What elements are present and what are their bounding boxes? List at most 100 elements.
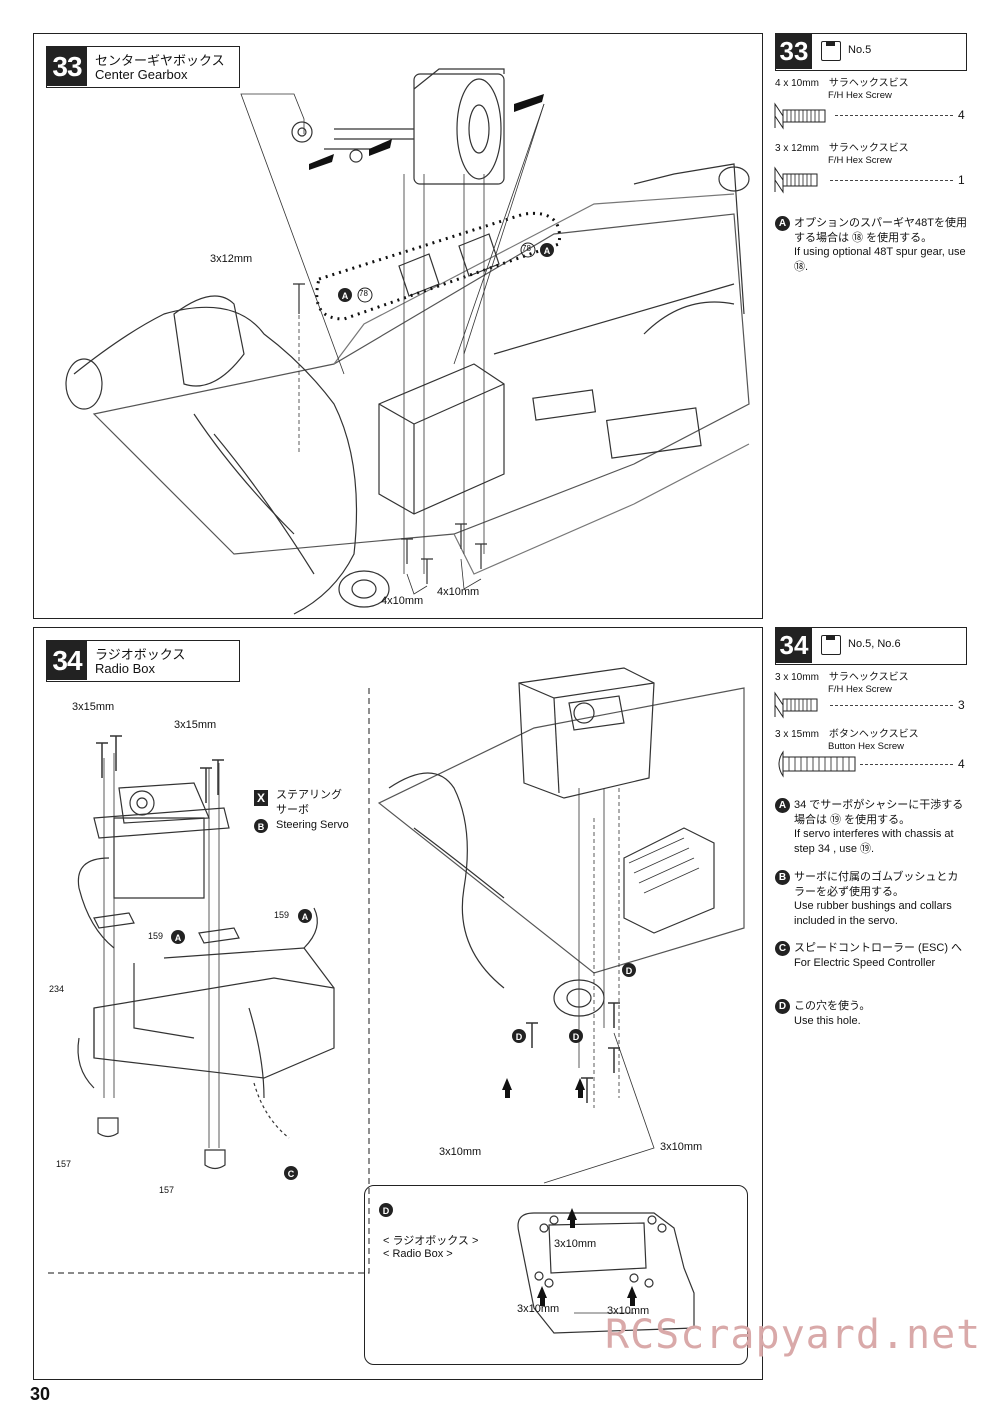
step34-title-jp: ラジオボックス	[95, 647, 186, 662]
part-en: F/H Hex Screw	[828, 90, 892, 101]
note-en: If servo interferes with chassis at step…	[794, 828, 954, 855]
part-en: Button Hex Screw	[828, 741, 905, 752]
step34-side-number: 34	[776, 628, 812, 663]
step33-part-1-qty: 4	[958, 108, 965, 122]
step34-screw-3x10-right: 3x10mm	[660, 1141, 703, 1153]
bag-icon	[821, 41, 841, 61]
step33-illustration: A A	[65, 68, 750, 615]
note-badge-d: D	[775, 999, 790, 1014]
step33-panel: 33 センターギヤボックス Center Gearbox	[33, 33, 763, 619]
step34-part-1-qty: 3	[958, 698, 965, 712]
step34-screw-left: 3x15mm	[72, 701, 115, 713]
step34-illustration: B A A C D D D D X	[44, 667, 745, 1334]
step34-header: 34 ラジオボックス Radio Box	[46, 640, 240, 682]
step34-bag-label: No.5, No.6	[848, 638, 901, 650]
svg-text:A: A	[175, 933, 182, 943]
note-en: For Electric Speed Controller	[794, 956, 936, 969]
step33-number: 33	[47, 47, 87, 86]
step34-note-b: B サーボに付属のゴムブッシュとカラーを必ず使用する。 Use rubber b…	[775, 870, 965, 927]
step34-note-a: A 34 でサーボがシャシーに干渉する場合は ⑲ を使用する。 If servo…	[775, 798, 965, 855]
part-size: 3 x 15mm	[775, 729, 819, 740]
inset-title-jp: < ラジオボックス >	[383, 1235, 479, 1247]
note-jp: サーボに付属のゴムブッシュとカラーを必ず使用する。	[794, 871, 959, 898]
note-badge-b: B	[775, 870, 790, 885]
part-size: 3 x 10mm	[775, 672, 819, 683]
part-234: 234	[49, 984, 65, 994]
qty-leader	[830, 180, 953, 181]
step34-part-1: 3 x 10mm サラヘックスビス F/H Hex Screw	[775, 672, 970, 696]
hole-detail-inset	[364, 1185, 748, 1365]
step33-screw-4x10-right: 4x10mm	[437, 586, 480, 598]
svg-text:A: A	[544, 246, 551, 256]
button-hex-screw-icon	[778, 750, 856, 778]
flat-hex-screw-icon	[774, 691, 818, 719]
step33-header: 33 センターギヤボックス Center Gearbox	[46, 46, 240, 88]
step33-side-number: 33	[776, 34, 812, 69]
step33-part78-right: 78	[522, 244, 531, 253]
note-jp: スピードコントローラー (ESC) へ	[794, 942, 963, 954]
svg-text:B: B	[258, 822, 265, 832]
step33-title-jp: センターギヤボックス	[95, 53, 225, 68]
step33-part-2: 3 x 12mm サラヘックスビス F/H Hex Screw	[775, 143, 970, 167]
svg-text:A: A	[302, 912, 309, 922]
steering-servo-jp-2: サーボ	[276, 804, 309, 816]
part-157-bottom: 157	[159, 1185, 175, 1195]
step34-panel: 34 ラジオボックス Radio Box	[33, 627, 763, 1380]
part-159-left: 159	[148, 931, 164, 941]
note-en: Use this hole.	[794, 1014, 861, 1027]
qty-leader	[835, 115, 953, 116]
step34-number: 34	[47, 641, 87, 680]
step34-part-2-qty: 4	[958, 757, 965, 771]
part-size: 4 x 10mm	[775, 78, 819, 89]
part-jp: サラヘックスビス	[828, 78, 909, 89]
qty-leader	[830, 705, 953, 706]
note-en: If using optional 48T spur gear, use ⑱.	[794, 246, 966, 273]
step34-screw-3x10-left: 3x10mm	[439, 1146, 482, 1158]
bag-icon	[821, 635, 841, 655]
step34-part-2: 3 x 15mm ボタンヘックスビス Button Hex Screw	[775, 729, 970, 753]
note-jp: 34 でサーボがシャシーに干渉する場合は ⑲ を使用する。	[794, 799, 964, 826]
flat-hex-screw-icon	[774, 166, 818, 194]
svg-text:D: D	[383, 1206, 390, 1216]
part-size: 3 x 12mm	[775, 143, 819, 154]
qty-leader	[860, 764, 953, 765]
step33-screw-3x12: 3x12mm	[210, 253, 253, 265]
step34-side-header: 34 No.5, No.6	[775, 627, 967, 665]
part-jp: サラヘックスビス	[828, 143, 909, 154]
part-en: F/H Hex Screw	[828, 155, 892, 166]
note-en: Use rubber bushings and collars included…	[794, 900, 952, 927]
step33-bag-label: No.5	[848, 44, 872, 56]
part-157-top: 157	[56, 1159, 72, 1169]
part-en: F/H Hex Screw	[828, 684, 892, 695]
part-159-right: 159	[274, 910, 290, 920]
watermark: RCScrapyard.net	[605, 1312, 982, 1358]
svg-text:D: D	[626, 966, 633, 976]
page-number: 30	[30, 1384, 51, 1404]
svg-text:D: D	[573, 1032, 580, 1042]
step34-title-en: Radio Box	[95, 661, 155, 676]
inset-screw-top: 3x10mm	[554, 1238, 597, 1250]
step33-screw-4x10-left: 4x10mm	[381, 595, 424, 607]
svg-text:X: X	[257, 791, 265, 805]
step34-screw-right: 3x15mm	[174, 719, 217, 731]
note-badge-a: A	[775, 216, 790, 231]
part-jp: ボタンヘックスビス	[828, 729, 919, 740]
step34-note-d: D この穴を使う。 Use this hole.	[775, 999, 965, 1027]
steering-servo-en: Steering Servo	[276, 819, 349, 831]
step33-part-1: 4 x 10mm サラヘックスビス F/H Hex Screw	[775, 78, 970, 102]
part-jp: サラヘックスビス	[828, 672, 909, 683]
step33-side-header: 33 No.5	[775, 33, 967, 71]
svg-text:C: C	[288, 1169, 295, 1179]
svg-text:A: A	[342, 291, 349, 301]
flat-hex-screw-icon	[774, 102, 826, 130]
note-jp: この穴を使う。	[794, 1000, 871, 1012]
inset-screw-left: 3x10mm	[517, 1303, 560, 1315]
step33-part78-left: 78	[359, 289, 368, 298]
step33-note-a: A オプションのスパーギヤ48Tを使用する場合は ⑱ を使用する。 If usi…	[775, 216, 967, 273]
note-badge-a: A	[775, 798, 790, 813]
svg-text:D: D	[516, 1032, 523, 1042]
inset-screw-right: 3x10mm	[607, 1305, 650, 1317]
step34-note-c: C スピードコントローラー (ESC) へ For Electric Speed…	[775, 941, 965, 969]
inset-title-en: < Radio Box >	[383, 1248, 453, 1260]
step33-part-2-qty: 1	[958, 173, 965, 187]
